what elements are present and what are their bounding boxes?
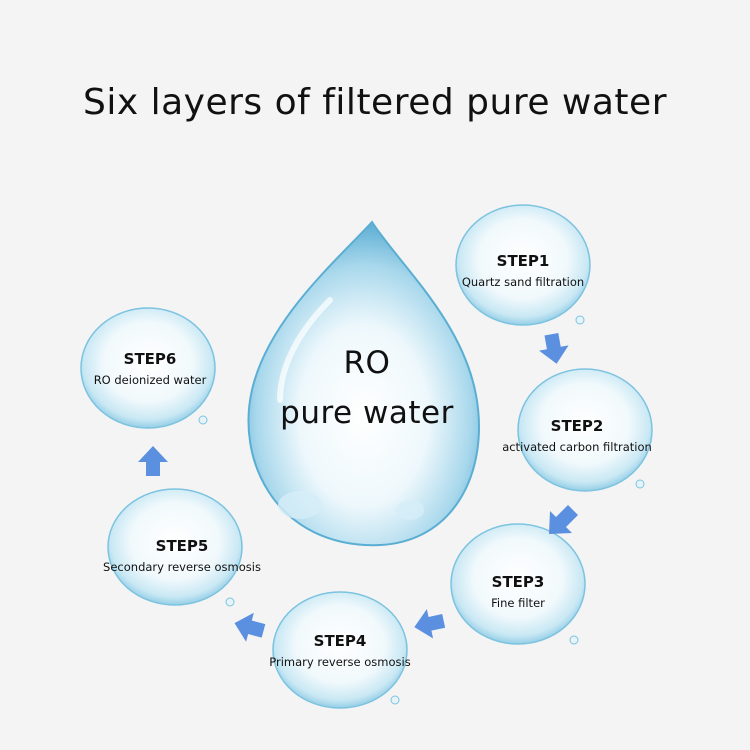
step-name: Primary reverse osmosis [269, 655, 411, 669]
step-label-1: STEP1 Quartz sand filtration [413, 252, 633, 289]
step-bubble-4 [272, 591, 408, 709]
step-bubble-5 [107, 488, 243, 607]
step-name: RO deionized water [93, 373, 207, 387]
step-name: Fine filter [491, 596, 545, 610]
step-number: STEP5 [155, 537, 209, 555]
step-number: STEP1 [496, 252, 550, 270]
arrow-left-icon [234, 612, 266, 642]
step-bubble-3 [450, 523, 586, 645]
step-name: Secondary reverse osmosis [103, 560, 261, 574]
step-name: Quartz sand filtration [461, 275, 585, 289]
arrow-down-icon [539, 333, 569, 364]
step-bubble-2 [517, 368, 653, 492]
arrow-down-left-icon [549, 505, 578, 534]
arrow-left-icon [414, 609, 446, 639]
arrow-up-icon [138, 446, 168, 476]
step-bubble-6 [80, 307, 216, 429]
page-title: Six layers of filtered pure water [83, 82, 667, 123]
center-water-drop [247, 220, 480, 547]
step-number: STEP6 [123, 350, 177, 368]
step-number: STEP3 [491, 573, 545, 591]
step-label-3: STEP3 Fine filter [408, 573, 628, 610]
center-label-ro: RO [343, 345, 391, 381]
step-bubble-1 [455, 204, 591, 326]
center-label-pure-water: pure water [280, 395, 454, 431]
step-name: activated carbon filtration [502, 440, 652, 454]
step-label-5: STEP5 Secondary reverse osmosis [72, 537, 292, 574]
step-label-4: STEP4 Primary reverse osmosis [230, 632, 450, 669]
step-label-2: STEP2 activated carbon filtration [467, 417, 687, 454]
step-label-6: STEP6 RO deionized water [40, 350, 260, 387]
step-number: STEP2 [550, 417, 604, 435]
step-number: STEP4 [313, 632, 367, 650]
